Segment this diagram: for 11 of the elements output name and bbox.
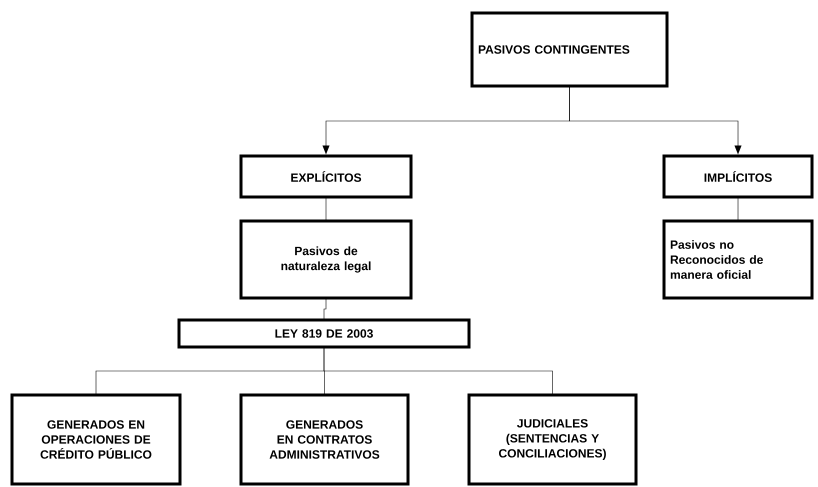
process-box: PASIVOS CONTINGENTES xyxy=(470,12,668,88)
process-box: JUDICIALES (SENTENCIAS Y CONCILIACIONES) xyxy=(468,394,638,486)
process-box: Pasivos no Reconocidos de manera oficial xyxy=(662,220,814,300)
process-box: IMPLÍCITOS xyxy=(662,154,814,198)
connector xyxy=(324,348,553,394)
process-box: GENERADOS EN CONTRATOS ADMINISTRATIVOS xyxy=(240,394,410,486)
connector xyxy=(324,299,326,319)
process-box: Pasivos de naturaleza legal xyxy=(240,220,412,300)
process-box: EXPLÍCITOS xyxy=(240,154,412,198)
process-box: GENERADOS EN OPERACIONES DE CRÉDITO PÚBLICO xyxy=(10,394,182,486)
process-box: LEY 819 DE 2003 xyxy=(178,318,470,348)
